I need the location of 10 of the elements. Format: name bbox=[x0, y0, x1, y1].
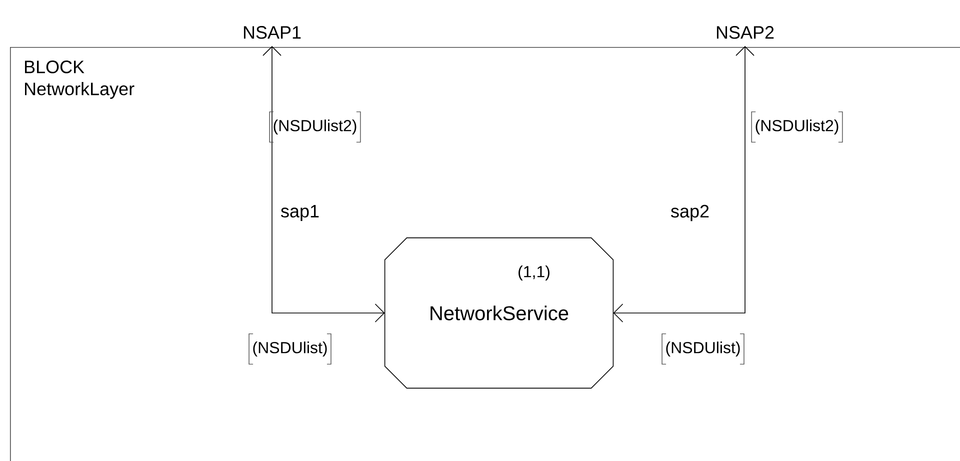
channel-arrow bbox=[613, 46, 754, 322]
channel-name: sap1 bbox=[280, 204, 321, 222]
signal-list: (NSDUlist2) bbox=[751, 111, 843, 143]
gate-name: NSAP1 bbox=[244, 26, 301, 39]
channel-arrow bbox=[262, 46, 385, 322]
signal-list: (NSDUlist) bbox=[248, 333, 332, 365]
signal-list: (NSDUlist) bbox=[662, 333, 744, 365]
channel-name: sap2 bbox=[670, 204, 711, 222]
signal-list: (NSDUlist2) bbox=[269, 111, 361, 143]
gate-name: NSAP2 bbox=[716, 26, 774, 39]
